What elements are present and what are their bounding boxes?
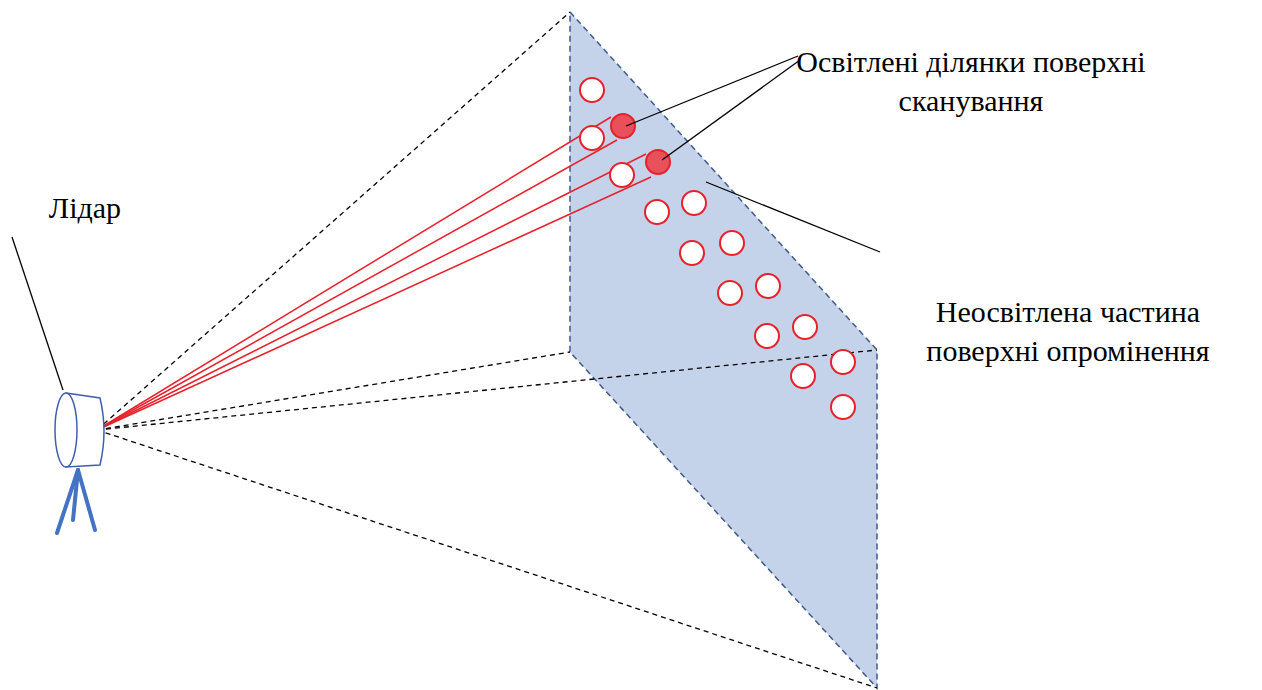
unlit-spot [580,126,604,150]
unlit-spot [791,364,815,388]
unlit-spot [756,274,780,298]
callout-label: Освітлені ділянки поверхні сканування [785,42,1157,120]
unlit-spot [831,350,855,374]
unlit-spot [682,191,706,215]
callout-label: Неосвітлена частина поверхні опромінення [884,292,1252,370]
lidar-body [55,393,104,467]
scan-plane [570,12,877,688]
unlit-spot [580,78,604,102]
lit-spot [611,114,635,138]
unlit-spot [610,163,634,187]
laser-beams [97,117,651,430]
field-of-view [97,12,877,688]
unlit-spot [831,395,855,419]
leader-lines [12,56,880,390]
unlit-spot [755,324,779,348]
scan-spots [580,78,855,419]
unlit-spot [793,315,817,339]
unlit-spot [720,231,744,255]
unlit-spot [718,281,742,305]
lit-spot [646,150,670,174]
unlit-spot [680,241,704,265]
tripod [57,470,95,533]
device-label: Лідар [30,188,140,227]
unlit-spot [645,200,669,224]
